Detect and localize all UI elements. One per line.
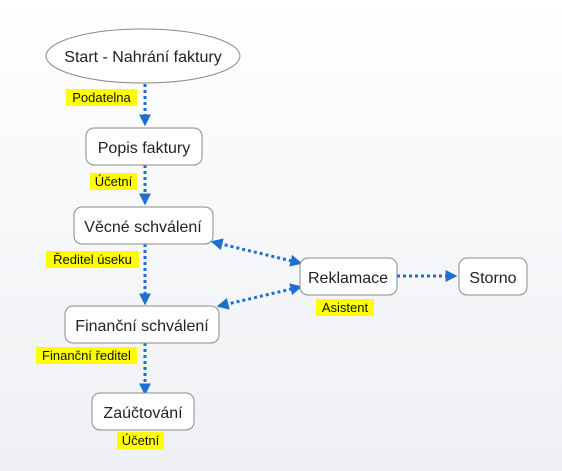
node-storno[interactable]: Storno (458, 257, 528, 296)
label-podatelna-text: Podatelna (72, 90, 131, 105)
node-start-label: Start - Nahrání faktury (64, 49, 221, 66)
node-popis-faktury[interactable]: Popis faktury (85, 127, 203, 166)
label-ucetni-1-text: Účetní (95, 174, 133, 189)
label-podatelna: Podatelna (66, 89, 137, 106)
label-financni-reditel-text: Finanční ředitel (42, 348, 131, 363)
node-vecne-schvaleni[interactable]: Věcné schválení (73, 206, 214, 245)
label-asistent: Asistent (316, 299, 374, 316)
edge-financni-reklamace (216, 283, 303, 310)
label-financni-reditel: Finanční ředitel (36, 347, 137, 364)
label-ucetni-2-text: Účetní (122, 433, 160, 448)
node-reklamace-label: Reklamace (308, 270, 388, 287)
label-reditel-useku-text: Ředitel úseku (53, 252, 132, 267)
node-start[interactable]: Start - Nahrání faktury (45, 28, 241, 84)
connectors (139, 84, 458, 396)
node-storno-label: Storno (469, 270, 516, 287)
edge-vecne-reklamace (210, 238, 303, 267)
node-vecne-schvaleni-label: Věcné schválení (84, 219, 202, 236)
label-asistent-text: Asistent (322, 300, 369, 315)
node-financni-schvaleni-label: Finanční schválení (75, 318, 209, 335)
node-financni-schvaleni[interactable]: Finanční schválení (64, 305, 220, 344)
label-ucetni-2: Účetní (117, 432, 164, 449)
node-reklamace[interactable]: Reklamace (299, 257, 398, 296)
node-zauctovani[interactable]: Zaúčtování (91, 392, 195, 431)
node-popis-faktury-label: Popis faktury (98, 140, 190, 157)
label-ucetni-1: Účetní (90, 173, 137, 190)
label-reditel-useku: Ředitel úseku (46, 251, 139, 268)
node-zauctovani-label: Zaúčtování (103, 405, 183, 422)
